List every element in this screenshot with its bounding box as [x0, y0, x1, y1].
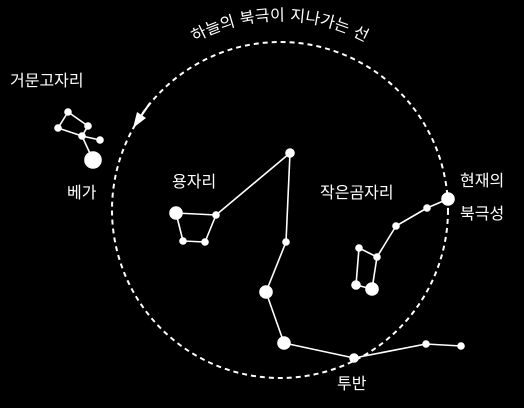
current-pole-label-line1: 현재의 — [460, 171, 504, 190]
ursa-minor-constellation — [351, 192, 455, 296]
ursa-minor-label: 작은곰자리 — [320, 183, 394, 202]
current-pole-label-line2: 북극성 — [460, 204, 504, 223]
draco-label: 용자리 — [172, 172, 216, 191]
direction-arrow — [133, 102, 151, 128]
draco-constellation — [169, 148, 355, 359]
pole-path-circle — [111, 41, 449, 379]
polaris-star — [441, 192, 455, 206]
thuban-line — [349, 340, 465, 363]
lyra-constellation — [54, 108, 104, 169]
vega-star — [84, 151, 102, 169]
orbit-caption: 하늘의 북극이 지나가는 선 — [188, 5, 372, 45]
thuban-star — [349, 353, 359, 363]
lyra-label: 거문고자리 — [10, 71, 84, 90]
vega-label: 베가 — [67, 183, 97, 202]
thuban-label: 투반 — [337, 374, 367, 393]
